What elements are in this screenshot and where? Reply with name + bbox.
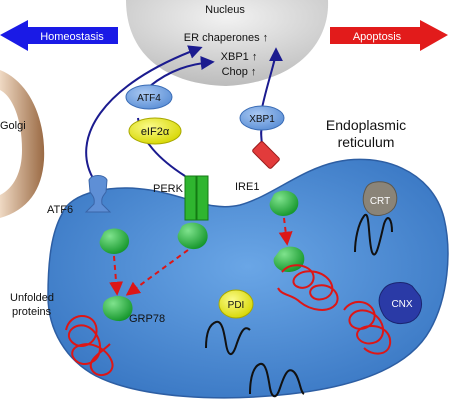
grp78-ire1-bound [269, 190, 299, 216]
release-arrow-perk [125, 249, 189, 296]
apoptosis-label: Apoptosis [353, 31, 402, 43]
ire1-label: IRE1 [235, 181, 259, 193]
unfolded-protein-left [65, 315, 114, 377]
apoptosis-arrow [330, 20, 448, 51]
ire1-sensor [252, 141, 280, 169]
atf4-label: ATF4 [137, 93, 161, 104]
unfolded-protein-right [343, 301, 392, 355]
crt-chain [354, 213, 393, 256]
golgi-label: Golgi [0, 120, 26, 132]
xbp1-pathway-line [261, 47, 283, 109]
release-arrow-atf6 [109, 255, 124, 296]
golgi-shape [0, 70, 45, 218]
crt-label: CRT [370, 196, 390, 207]
homeostasis-arrow [0, 20, 118, 51]
perk-sensor [184, 175, 209, 221]
atf4-pathway-line [149, 56, 215, 87]
pdi-chain [205, 320, 251, 355]
pdi-oval [218, 289, 254, 319]
free-chain-bottom [249, 362, 305, 398]
chop-text: Chop ↑ [222, 66, 257, 78]
xbp1-oval [239, 105, 285, 131]
grp78-free [102, 296, 133, 322]
perk-label: PERK [153, 183, 184, 195]
xbp1-label: XBP1 [249, 114, 275, 125]
cnx-label: CNX [391, 299, 412, 310]
er-label-line2: reticulum [338, 134, 395, 150]
atf4-oval [125, 84, 173, 110]
atf6-sensor [84, 175, 112, 213]
unfolded-label-line2: proteins [12, 306, 52, 318]
cnx-shape [378, 282, 423, 325]
nucleus-shape [126, 0, 329, 86]
nucleus-title: Nucleus [205, 4, 245, 16]
pdi-label: PDI [228, 300, 245, 311]
eif2a-label: eIF2α [141, 126, 170, 138]
crt-shape [362, 181, 398, 216]
unfolded-label-line1: Unfolded [10, 292, 54, 304]
homeostasis-label: Homeostasis [40, 31, 104, 43]
grp78-atf6-bound [99, 228, 130, 254]
atf6-pathway-line [85, 45, 203, 181]
eif2a-oval [128, 117, 182, 145]
er-chaperones-text: ER chaperones ↑ [184, 32, 268, 44]
grp78-label: GRP78 [129, 313, 165, 325]
release-arrow-ire1 [278, 217, 293, 246]
atf6-label: ATF6 [47, 204, 73, 216]
er-shape [47, 158, 449, 399]
er-label-line1: Endoplasmic [326, 117, 406, 133]
grp78-perk-bound [177, 222, 208, 250]
xbp1-nuclear-text: XBP1 ↑ [221, 51, 258, 63]
unfolded-protein-center [277, 264, 339, 311]
